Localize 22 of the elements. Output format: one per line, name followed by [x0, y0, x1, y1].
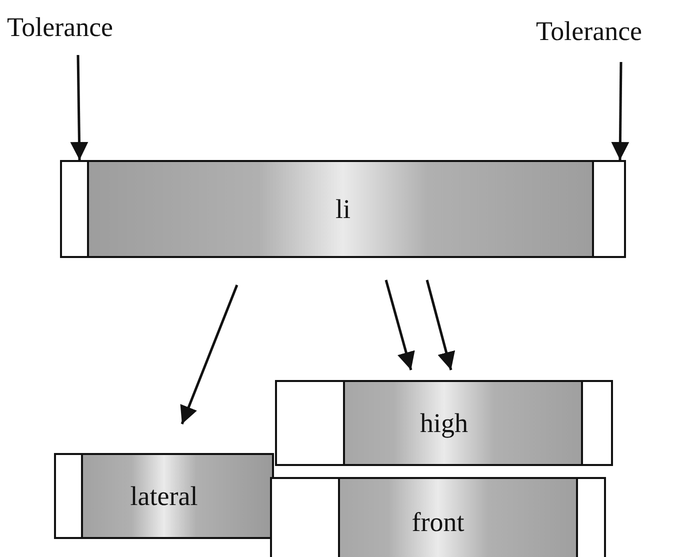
bar-label: front: [412, 508, 464, 536]
bar: [270, 477, 606, 557]
arrow: [611, 62, 630, 160]
label-text: Tolerance: [7, 14, 114, 41]
end-segment: [62, 162, 89, 256]
bar: [54, 453, 274, 539]
end-segment: [272, 479, 340, 557]
bar: [60, 160, 626, 258]
arrow: [180, 284, 238, 424]
arrow: [426, 280, 456, 370]
end-segment: [592, 162, 624, 256]
label-text: Tolerance: [536, 18, 642, 45]
arrow: [384, 280, 415, 370]
arrow: [70, 54, 88, 160]
bar-label: li: [335, 196, 350, 222]
bar-label: lateral: [130, 482, 198, 510]
bar-label: high: [420, 410, 468, 436]
end-segment: [581, 382, 611, 464]
bar: [275, 380, 613, 466]
end-segment: [56, 455, 83, 537]
end-segment: [576, 479, 604, 557]
end-segment: [277, 382, 345, 464]
